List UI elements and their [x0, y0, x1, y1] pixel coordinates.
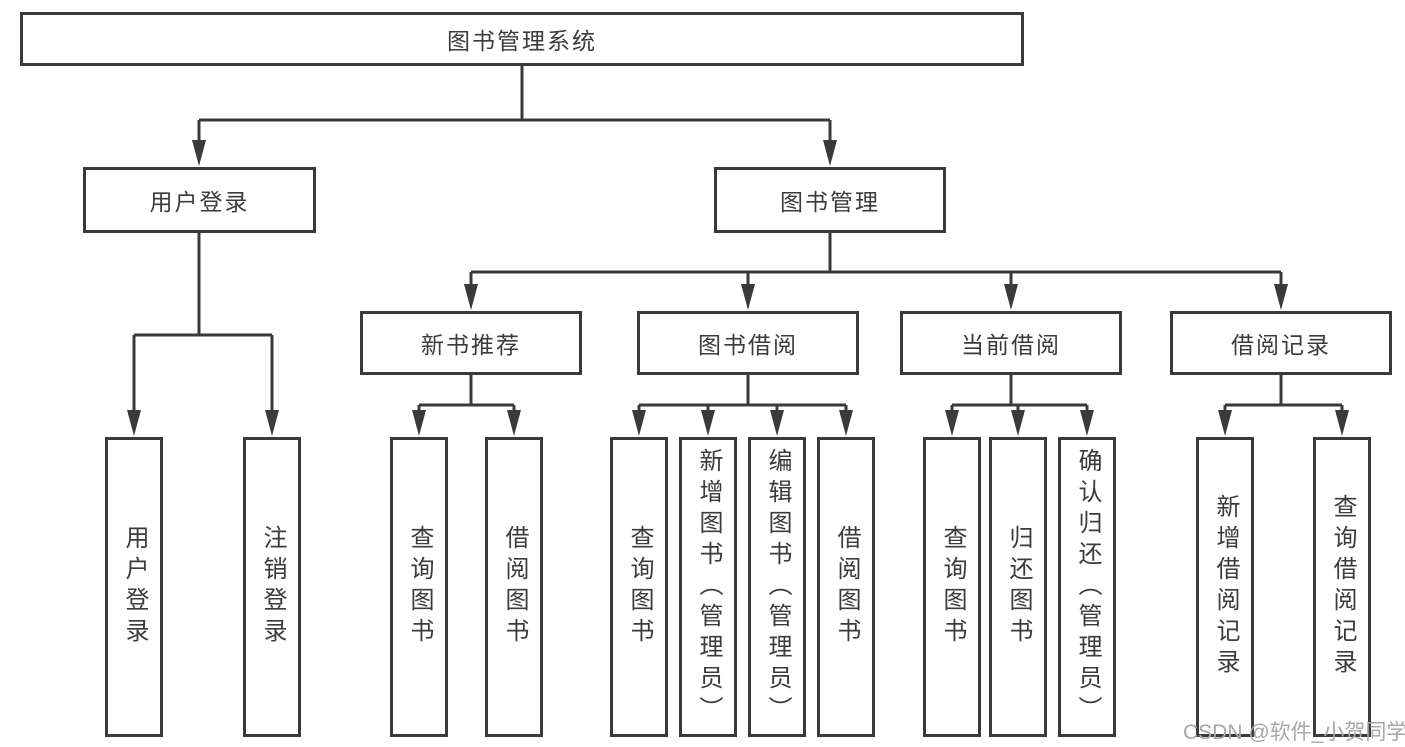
arrowhead-icon — [1080, 410, 1094, 436]
arrowhead-icon — [412, 410, 426, 436]
arrowhead-icon — [632, 410, 646, 436]
arrowhead-icon — [701, 410, 715, 436]
csdn-watermark: CSDN @软件_小贺同学 — [1183, 721, 1405, 744]
arrowhead-icon — [1335, 410, 1349, 436]
leaf-query-borrow-record: 查询借阅记录 — [1313, 437, 1371, 737]
node-label: 归还图书 — [1005, 525, 1032, 649]
node-label: 注销登录 — [259, 525, 286, 649]
node-label: 新书推荐 — [421, 332, 521, 358]
arrowhead-icon — [192, 140, 206, 166]
node-book-borrowing: 图书借阅 — [637, 311, 859, 375]
node-label: 图书管理系统 — [447, 28, 597, 54]
node-label: 查询图书 — [626, 525, 653, 649]
leaf-borrow-books-recommend: 借阅图书 — [485, 437, 543, 737]
node-label: 查询图书 — [406, 525, 433, 649]
arrowhead-icon — [464, 284, 478, 310]
node-label: 当前借阅 — [961, 332, 1061, 358]
leaf-edit-books-admin: 编辑图书（管理员） — [748, 437, 806, 737]
arrowhead-icon — [507, 410, 521, 436]
arrowhead-icon — [945, 410, 959, 436]
arrowhead-icon — [770, 410, 784, 436]
arrowhead-icon — [839, 410, 853, 436]
leaf-logout: 注销登录 — [243, 437, 301, 737]
node-label: 图书借阅 — [698, 332, 798, 358]
arrowhead-icon — [823, 140, 837, 166]
arrowhead-icon — [1011, 410, 1025, 436]
node-label: 图书管理 — [780, 189, 880, 215]
node-label: 借阅图书 — [501, 525, 528, 649]
node-current-borrowing: 当前借阅 — [900, 311, 1122, 375]
node-label: 借阅记录 — [1231, 332, 1331, 358]
node-label: 用户登录 — [121, 525, 148, 649]
leaf-confirm-return-admin: 确认归还（管理员） — [1058, 437, 1116, 737]
node-label: 借阅图书 — [833, 525, 860, 649]
node-label: 编辑图书（管理员） — [764, 447, 791, 727]
leaf-add-books-admin: 新增图书（管理员） — [679, 437, 737, 737]
leaf-borrow-books: 借阅图书 — [817, 437, 875, 737]
node-label: 查询图书 — [939, 525, 966, 649]
node-label: 新增借阅记录 — [1212, 494, 1239, 680]
arrowhead-icon — [1218, 410, 1232, 436]
node-book-management: 图书管理 — [714, 167, 946, 233]
arrowhead-icon — [1004, 284, 1018, 310]
leaf-query-books-current: 查询图书 — [923, 437, 981, 737]
leaf-user-login: 用户登录 — [105, 437, 163, 737]
leaf-add-borrow-record: 新增借阅记录 — [1196, 437, 1254, 737]
leaf-query-books-borrow: 查询图书 — [610, 437, 668, 737]
node-label: 查询借阅记录 — [1329, 494, 1356, 680]
node-borrowing-records: 借阅记录 — [1170, 311, 1392, 375]
arrowhead-icon — [1274, 284, 1288, 310]
node-label: 新增图书（管理员） — [695, 447, 722, 727]
arrowhead-icon — [265, 410, 279, 436]
arrowhead-icon — [127, 410, 141, 436]
leaf-query-books-recommend: 查询图书 — [390, 437, 448, 737]
node-label: 确认归还（管理员） — [1074, 447, 1101, 727]
node-user-login: 用户登录 — [83, 167, 316, 233]
node-new-book-recommendation: 新书推荐 — [360, 311, 582, 375]
leaf-return-books: 归还图书 — [989, 437, 1047, 737]
node-label: 用户登录 — [149, 189, 250, 215]
node-library-management-system: 图书管理系统 — [20, 12, 1024, 66]
arrowhead-icon — [741, 284, 755, 310]
